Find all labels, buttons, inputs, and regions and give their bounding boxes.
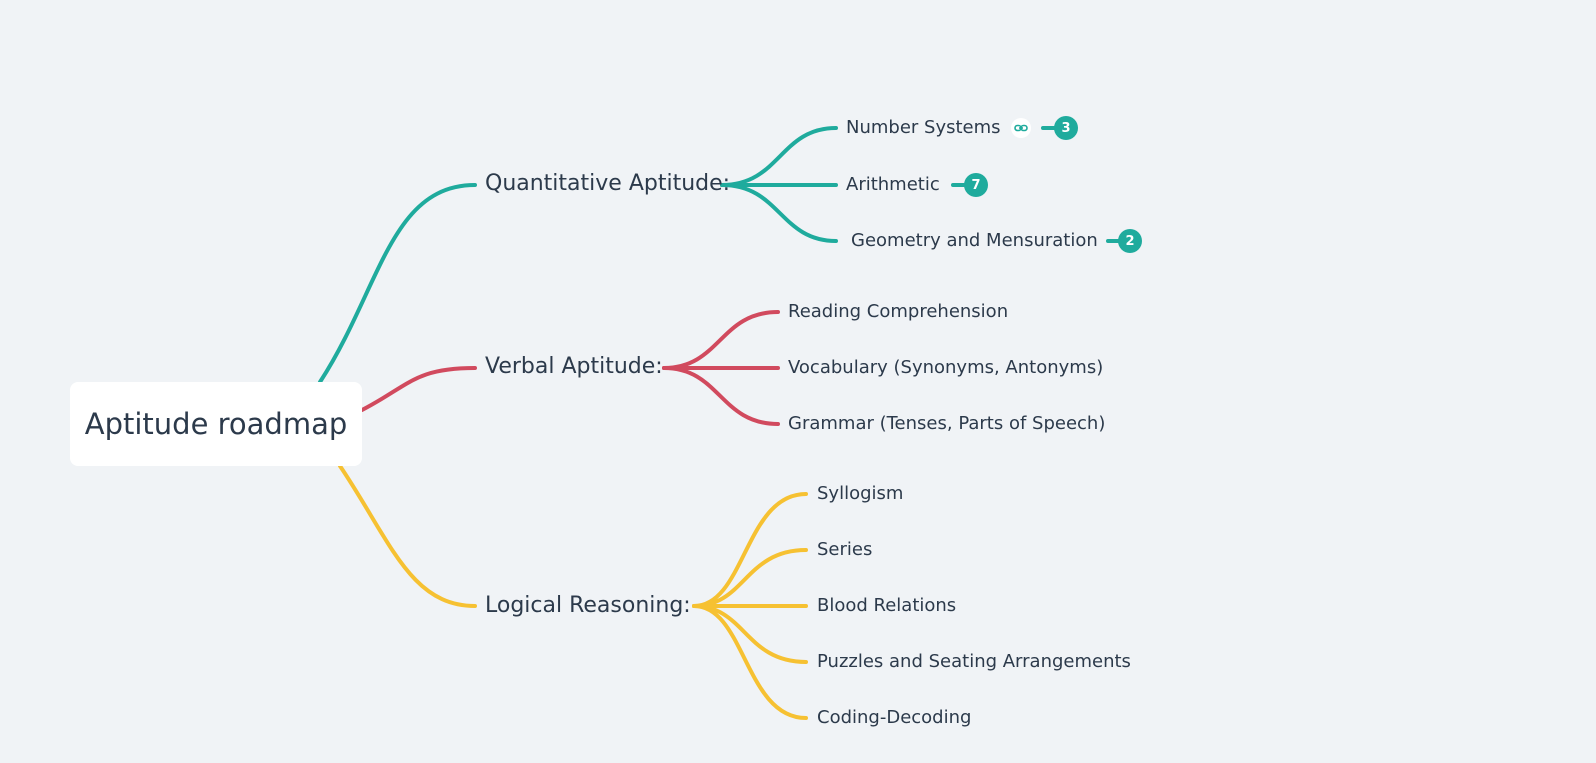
branch-logical-reasoning[interactable]: Logical Reasoning:	[485, 593, 691, 618]
topic-puzzles-and-seating[interactable]: Puzzles and Seating Arrangements	[817, 651, 1131, 672]
connector-verbal-grammar	[662, 366, 780, 426]
connector-root-logical	[338, 464, 477, 608]
root-node-label: Aptitude roadmap	[84, 407, 348, 441]
branch-quantitative-aptitude[interactable]: Quantitative Aptitude:	[485, 171, 731, 196]
topic-number-systems[interactable]: Number Systems	[846, 117, 1001, 138]
connector-quant-number-systems	[720, 126, 838, 187]
connector-logical-series	[692, 548, 808, 608]
connector-verbal-reading	[662, 310, 780, 370]
count-badge-arithmetic[interactable]: 7	[964, 173, 988, 197]
topic-grammar[interactable]: Grammar (Tenses, Parts of Speech)	[788, 413, 1106, 434]
topic-vocabulary[interactable]: Vocabulary (Synonyms, Antonyms)	[788, 357, 1104, 378]
count-badge-geometry[interactable]: 2	[1118, 229, 1142, 253]
connector-logical-coding	[692, 604, 808, 720]
topic-series[interactable]: Series	[817, 539, 873, 560]
count-badge-number-systems[interactable]: 3	[1054, 116, 1078, 140]
connector-root-verbal	[360, 366, 477, 412]
connector-logical-syllogism	[692, 492, 808, 608]
topic-reading-comprehension[interactable]: Reading Comprehension	[788, 301, 1009, 322]
topic-blood-relations[interactable]: Blood Relations	[817, 595, 957, 616]
connector-quant-geometry	[720, 183, 838, 243]
topic-arithmetic[interactable]: Arithmetic	[846, 174, 940, 195]
topic-coding-decoding[interactable]: Coding-Decoding	[817, 707, 972, 728]
connector-root-quant	[318, 183, 477, 384]
topic-syllogism[interactable]: Syllogism	[817, 483, 904, 504]
branch-verbal-aptitude[interactable]: Verbal Aptitude:	[485, 354, 663, 379]
connector-logical-puzzles	[692, 604, 808, 664]
link-icon[interactable]	[1011, 118, 1031, 138]
link-glyph-icon	[1014, 124, 1028, 132]
topic-geometry-and-mensuration[interactable]: Geometry and Mensuration	[851, 230, 1098, 251]
root-node[interactable]: Aptitude roadmap	[70, 382, 362, 466]
